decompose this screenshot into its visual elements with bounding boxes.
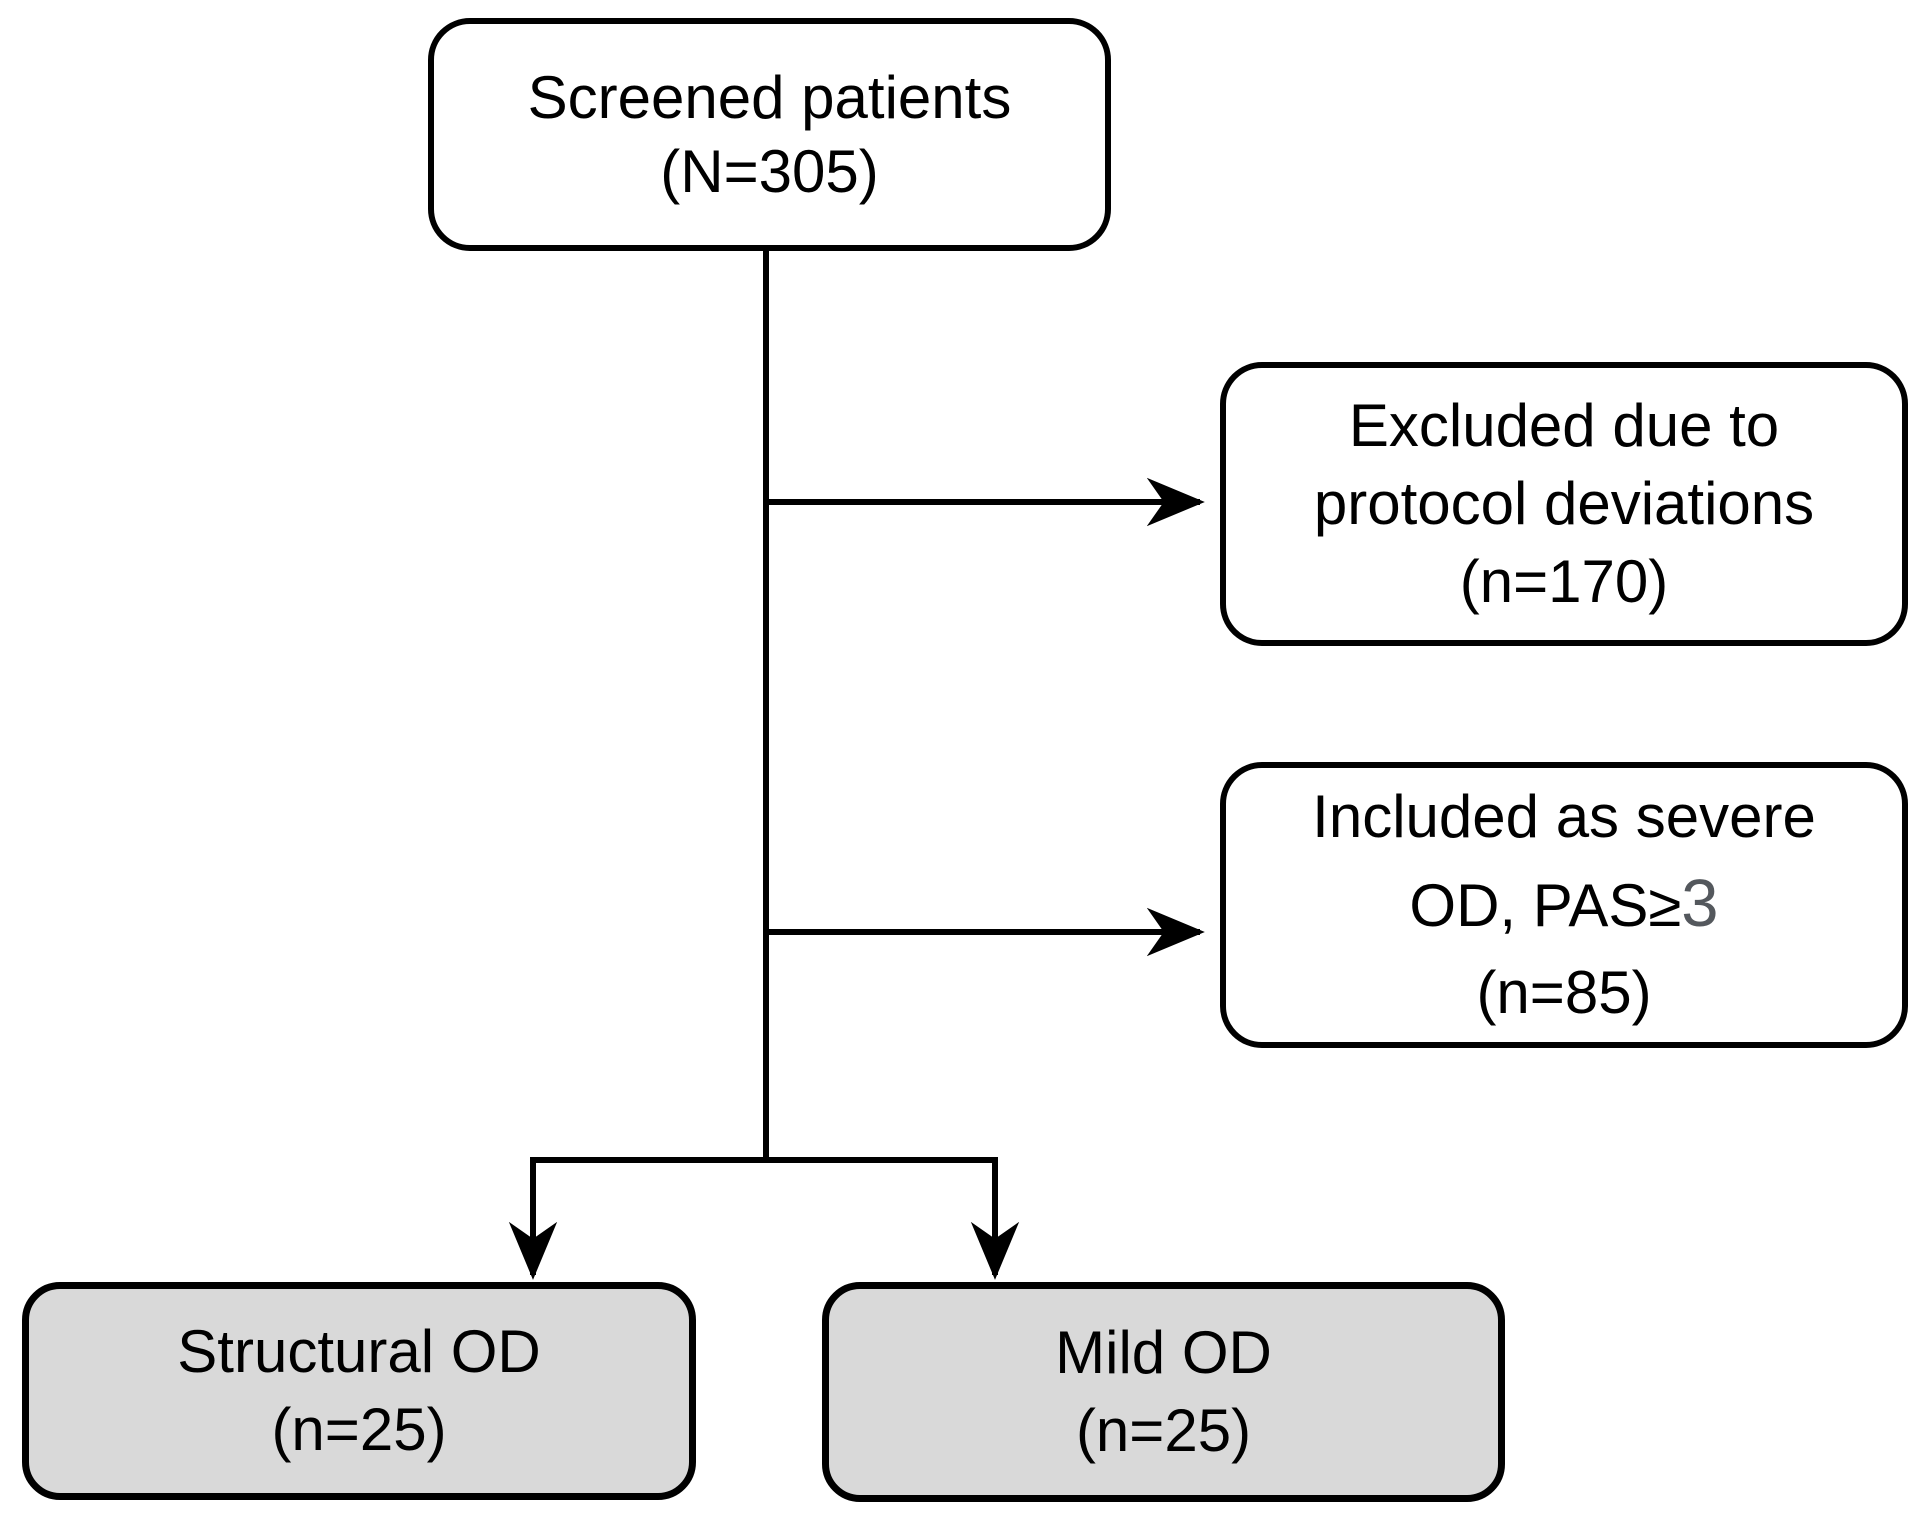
- excluded-label-line1: Excluded due to: [1348, 392, 1780, 459]
- included-pas-prefix: OD, PAS≥: [1409, 872, 1682, 939]
- included-label-line2: OD, PAS≥3: [1409, 856, 1718, 954]
- structural-label: Structural OD: [177, 1318, 541, 1385]
- excluded-count: (n=170): [1459, 548, 1669, 615]
- node-screened-patients: Screened patients (N=305): [428, 18, 1111, 251]
- screened-count: (N=305): [660, 137, 879, 205]
- node-mild-od: Mild OD (n=25): [822, 1282, 1505, 1502]
- structural-count: (n=25): [271, 1396, 447, 1463]
- mild-label: Mild OD: [1055, 1319, 1272, 1386]
- excluded-label-line2: protocol deviations: [1313, 470, 1815, 537]
- included-label-line1: Included as severe: [1312, 783, 1816, 850]
- node-excluded: Excluded due to protocol deviations (n=1…: [1220, 362, 1908, 646]
- mild-count: (n=25): [1075, 1397, 1252, 1464]
- node-structural-od: Structural OD (n=25): [22, 1282, 696, 1500]
- node-included-severe: Included as severe OD, PAS≥3 (n=85): [1220, 762, 1908, 1048]
- included-pas-threshold: 3: [1681, 866, 1719, 941]
- included-count: (n=85): [1476, 959, 1652, 1026]
- screened-label: Screened patients: [527, 63, 1012, 131]
